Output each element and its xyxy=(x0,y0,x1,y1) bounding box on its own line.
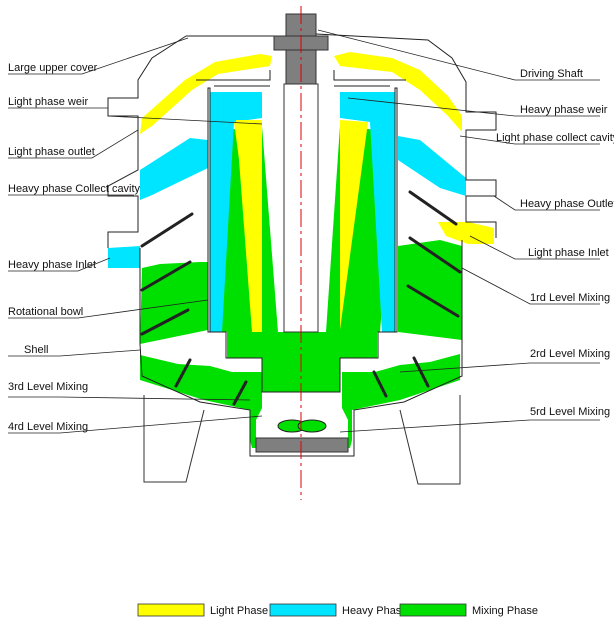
light-phase-inlet-fill xyxy=(438,222,494,244)
label-large-upper-cover: Large upper cover xyxy=(8,62,98,74)
right-weir-cap xyxy=(333,70,406,81)
left-baffle-4 xyxy=(174,358,192,388)
left-weir-cap xyxy=(196,70,271,81)
left-baffle-3 xyxy=(140,308,190,336)
right-light-wedge xyxy=(340,120,368,330)
legend-label-light-phase: Light Phase xyxy=(210,605,268,617)
legend-label-mixing-phase: Mixing Phase xyxy=(472,605,538,617)
left-light-wedge xyxy=(234,120,262,330)
left-heavy-inlet xyxy=(108,246,140,268)
label-light-phase-collect-cavity: Light phase collect cavity xyxy=(496,132,614,144)
mixing-baffles xyxy=(140,190,462,406)
legend: Light Phase Heavy Phase Mixing Phase xyxy=(137,603,538,617)
outer-shell xyxy=(107,33,497,457)
shell-right xyxy=(315,33,497,238)
leader-lines xyxy=(8,29,600,434)
label-shell: Shell xyxy=(24,344,48,356)
right-baffle-3 xyxy=(406,284,460,318)
left-baffle-1 xyxy=(140,212,194,248)
label-rotational-bowl: Rotational bowl xyxy=(8,306,83,318)
label-fifth-level-mixing: 5rd Level Mixing xyxy=(530,406,610,418)
impeller-right xyxy=(297,419,327,433)
right-baffle-1 xyxy=(408,190,458,226)
left-baffle-2 xyxy=(140,260,192,292)
legend-swatch-light-phase xyxy=(137,603,205,617)
label-first-level-mixing: 1rd Level Mixing xyxy=(530,292,610,304)
right-baffle-2 xyxy=(408,236,462,274)
left-leg xyxy=(143,395,205,483)
label-heavy-phase-weir: Heavy phase weir xyxy=(520,104,608,116)
left-heavy-collect xyxy=(140,138,208,200)
label-second-level-mixing: 2rd Level Mixing xyxy=(530,348,610,360)
right-heavy-outlet xyxy=(398,136,466,196)
lower-mixing-chamber xyxy=(140,354,460,452)
right-labels: Driving Shaft Heavy phase weir Light pha… xyxy=(496,68,614,418)
left-baffle-5 xyxy=(232,380,248,406)
left-labels: Large upper cover Light phase weir Light… xyxy=(8,62,141,433)
label-light-phase-inlet: Light phase Inlet xyxy=(528,247,609,259)
bowl-right-wall xyxy=(394,87,398,333)
right-baffle-5 xyxy=(372,370,388,398)
right-baffle-4 xyxy=(412,356,430,388)
right-mixing-zone xyxy=(398,240,462,340)
right-leg xyxy=(399,395,461,485)
label-light-phase-weir: Light phase weir xyxy=(8,96,88,108)
light-phase-regions xyxy=(140,52,494,332)
legend-label-heavy-phase: Heavy Phase xyxy=(342,605,407,617)
label-heavy-phase-inlet: Heavy phase Inlet xyxy=(8,259,96,271)
right-cover-light xyxy=(334,52,462,132)
left-cover-light xyxy=(140,54,272,134)
label-third-level-mixing: 3rd Level Mixing xyxy=(8,381,88,393)
label-fourth-level-mixing: 4rd Level Mixing xyxy=(8,421,88,433)
bowl-left-wall xyxy=(207,87,211,333)
right-heavy-column xyxy=(340,92,396,332)
shaft-bottom xyxy=(255,437,349,453)
label-light-phase-outlet: Light phase outlet xyxy=(8,146,95,158)
label-heavy-phase-outlet: Heavy phase Outlet xyxy=(520,198,614,210)
heavy-phase-regions xyxy=(108,92,466,332)
shaft-body xyxy=(283,83,319,333)
label-heavy-phase-collect-cavity: Heavy phase Collect cavity xyxy=(8,183,141,195)
left-mixing-zone xyxy=(140,262,208,344)
support-legs xyxy=(143,395,461,485)
legend-swatch-heavy-phase xyxy=(269,603,337,617)
left-heavy-column xyxy=(209,92,262,332)
label-driving-shaft: Driving Shaft xyxy=(520,68,583,80)
rotational-bowl xyxy=(196,70,406,393)
legend-swatch-mixing-phase xyxy=(399,603,467,617)
